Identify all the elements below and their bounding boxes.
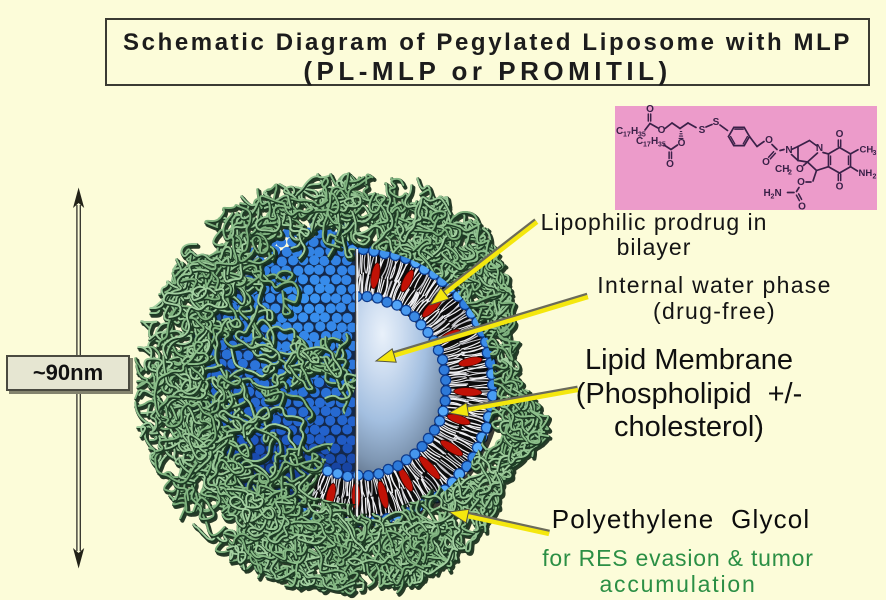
svg-text:O: O — [762, 157, 770, 168]
svg-text:CH: CH — [860, 145, 874, 156]
svg-text:35: 35 — [638, 132, 646, 139]
svg-text:S: S — [713, 117, 720, 128]
svg-text:N: N — [775, 188, 782, 199]
svg-text:O: O — [836, 129, 844, 140]
svg-text:2: 2 — [771, 194, 775, 201]
svg-text:O: O — [796, 164, 804, 175]
svg-text:O: O — [646, 104, 654, 115]
svg-text:O: O — [658, 125, 666, 136]
svg-text:S: S — [699, 125, 706, 136]
svg-text:C: C — [616, 126, 623, 137]
svg-text:2: 2 — [873, 174, 877, 181]
svg-text:O: O — [798, 202, 806, 213]
svg-text:H: H — [651, 136, 658, 147]
svg-text:O: O — [797, 177, 805, 188]
svg-text:2: 2 — [788, 170, 792, 177]
svg-text:O: O — [765, 135, 773, 146]
svg-text:H: H — [764, 188, 771, 199]
svg-text:C: C — [636, 136, 643, 147]
svg-text:O: O — [836, 182, 844, 193]
svg-text:NH: NH — [859, 168, 873, 179]
svg-text:3: 3 — [873, 150, 877, 157]
svg-text:N: N — [816, 143, 823, 154]
svg-text:H: H — [631, 126, 638, 137]
svg-text:O: O — [678, 138, 686, 149]
svg-text:17: 17 — [623, 132, 631, 139]
svg-text:N: N — [785, 145, 792, 156]
svg-text:O: O — [666, 159, 674, 170]
svg-text:17: 17 — [643, 142, 651, 149]
svg-text:35: 35 — [658, 142, 666, 149]
svg-text:CH: CH — [775, 164, 789, 175]
